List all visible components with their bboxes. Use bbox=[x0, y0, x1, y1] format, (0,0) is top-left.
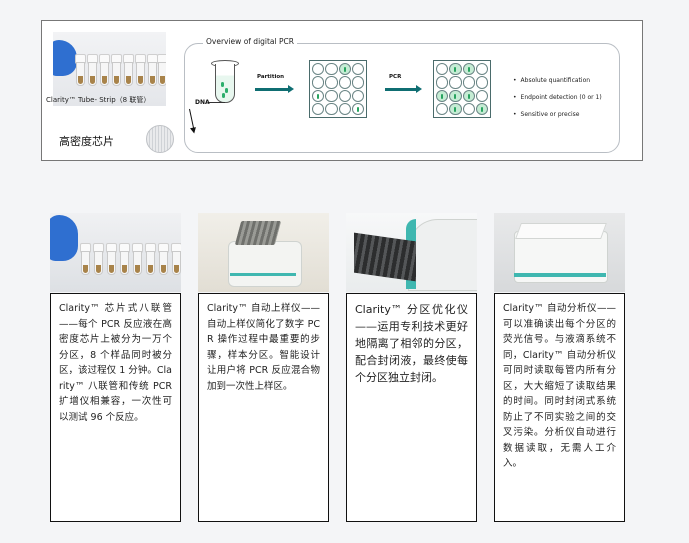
dna-label: DNA bbox=[195, 99, 210, 106]
card-partition-enhancer-text: Clarity™ 分区优化仪——运用专利技术更好地隔离了相邻的分区，配合封闭液，… bbox=[346, 293, 477, 522]
chip-label: 高密度芯片 bbox=[59, 135, 114, 148]
pcr-arrow-icon bbox=[385, 85, 422, 93]
partition-arrow-icon bbox=[255, 85, 294, 93]
partition-grid bbox=[309, 60, 367, 118]
tube-strip-photo-icon bbox=[50, 213, 181, 292]
tube-strip-photo bbox=[53, 32, 166, 106]
glove-icon bbox=[53, 40, 77, 76]
feature-list: •Absolute quantification •Endpoint detec… bbox=[513, 72, 602, 123]
chip-icon bbox=[146, 125, 174, 153]
feature-item: •Endpoint detection (0 or 1) bbox=[513, 94, 602, 101]
dna-tube-icon bbox=[215, 64, 235, 103]
overview-panel: Clarity™ Tube- Strip（8 联管） 高密度芯片 Overvie… bbox=[41, 20, 643, 161]
card-auto-loader-text: Clarity™ 自动上样仪——自动上样仪简化了数字 PCR 操作过程中最重要的… bbox=[198, 293, 329, 522]
tube-strip-caption: Clarity™ Tube- Strip（8 联管） bbox=[46, 96, 151, 104]
card-tube-strip-text: Clarity™ 芯片式八联管——每个 PCR 反应液在高密度芯片上被分为一万个… bbox=[50, 293, 181, 522]
auto-loader-photo-icon bbox=[198, 213, 329, 292]
feature-item: •Absolute quantification bbox=[513, 77, 591, 84]
feature-item: •Sensitive or precise bbox=[513, 111, 580, 118]
pcr-label: PCR bbox=[389, 74, 402, 80]
overview-title: Overview of digital PCR bbox=[203, 37, 297, 46]
partition-label: Partition bbox=[257, 74, 285, 80]
card-auto-reader-text: Clarity™ 自动分析仪——可以准确读出每个分区的荧光信号。与液滴系统不同，… bbox=[494, 293, 625, 522]
partition-enhancer-photo-icon bbox=[346, 213, 477, 292]
digital-pcr-overview: Overview of digital PCR DNA Partition PC… bbox=[184, 37, 620, 153]
auto-reader-photo-icon bbox=[494, 213, 625, 292]
pcr-grid bbox=[433, 60, 491, 118]
